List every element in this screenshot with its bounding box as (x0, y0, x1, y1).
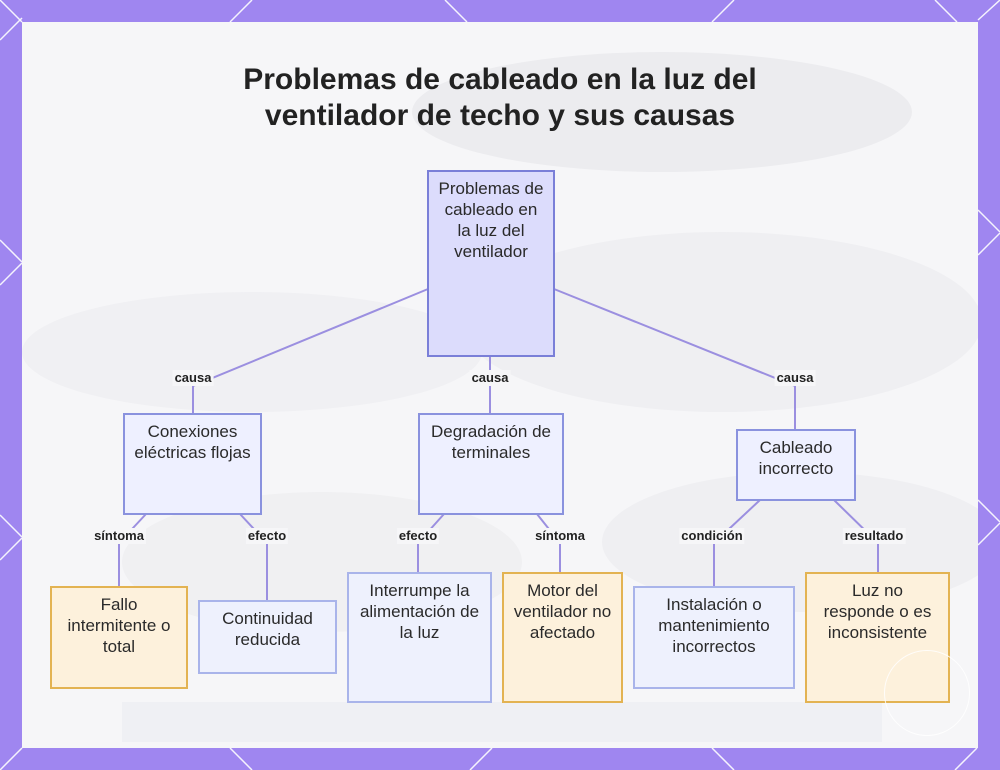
edge-label-efecto: efecto (396, 528, 440, 544)
edge-label-causa: causa (469, 370, 511, 386)
node-fallo-intermitente: Fallo intermitente o total (50, 586, 188, 689)
edge-label-resultado: resultado (842, 528, 906, 544)
title-line-2: ventilador de techo y sus causas (264, 99, 736, 132)
edge-label-sintoma: síntoma (533, 528, 587, 544)
node-conexiones-flojas: Conexiones eléctricas flojas (123, 413, 262, 515)
edge-label-causa: causa (172, 370, 214, 386)
edge-root-cableado (553, 288, 796, 387)
diagram-card: Problemas de cableado en la luz del vent… (22, 22, 978, 748)
node-root-problem: Problemas de cableado en la luz del vent… (427, 170, 555, 357)
background-fan-image (22, 52, 978, 742)
edge-label-efecto: efecto (245, 528, 289, 544)
watermark-logo (884, 650, 970, 736)
edge-label-sintoma: síntoma (92, 528, 146, 544)
node-cableado-incorrecto: Cableado incorrecto (736, 429, 856, 501)
node-motor-no-afectado: Motor del ventilador no afectado (502, 572, 623, 703)
edge-root-conexiones (192, 288, 429, 387)
node-instalacion-incorrecta: Instalación o mantenimiento incorrectos (633, 586, 795, 689)
diagram-title: Problemas de cableado en la luz del vent… (22, 62, 978, 134)
edge-label-causa: causa (774, 370, 816, 386)
node-interrumpe-alimentacion: Interrumpe la alimentación de la luz (347, 572, 492, 703)
edge-label-condicion: condición (679, 528, 745, 544)
node-degradacion-terminales: Degradación de terminales (418, 413, 564, 515)
node-continuidad-reducida: Continuidad reducida (198, 600, 337, 674)
title-line-1: Problemas de cableado en la luz del (243, 63, 757, 96)
